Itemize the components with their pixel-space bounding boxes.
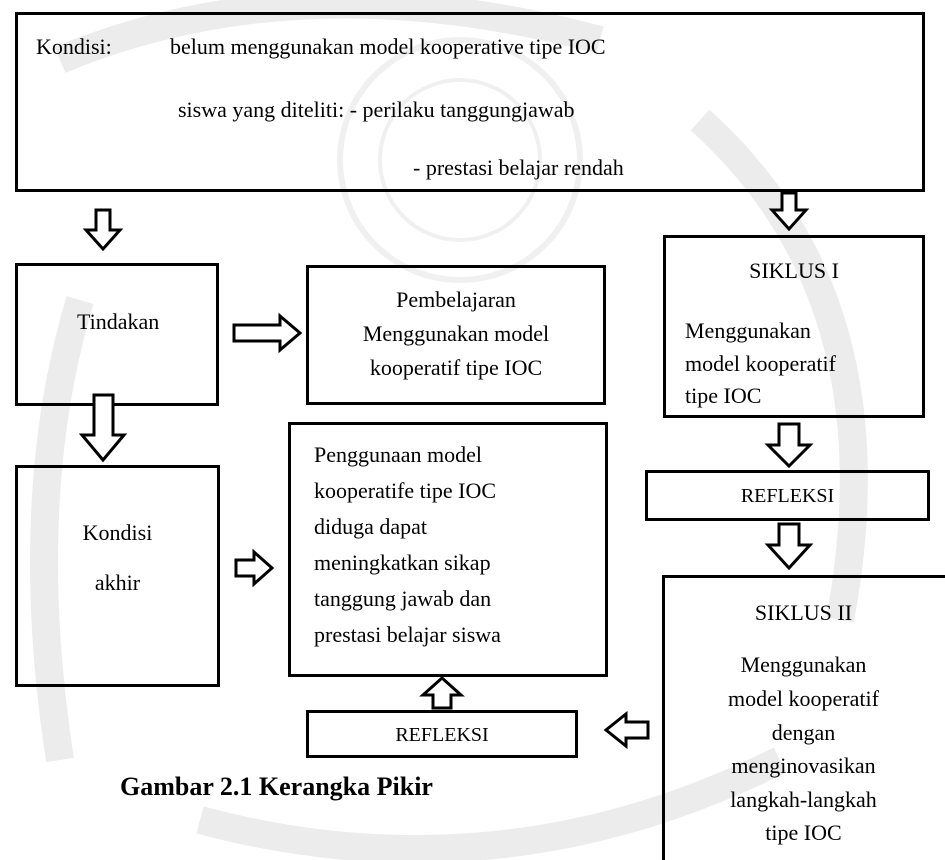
arrow-left-1 bbox=[603, 710, 650, 750]
penggunaan-line-2: kooperatife tipe IOC bbox=[314, 478, 497, 503]
prestasi-line: - prestasi belajar rendah bbox=[413, 155, 624, 180]
arrow-right-1 bbox=[232, 312, 303, 354]
kondisi-akhir-box bbox=[15, 465, 220, 687]
arrow-down-4 bbox=[764, 422, 814, 469]
tindakan-label: Tindakan bbox=[77, 309, 160, 334]
siklus-2-title: SIKLUS II bbox=[754, 600, 853, 625]
penggunaan-line-4: meningkatkan sikap bbox=[314, 550, 491, 575]
arrow-down-5 bbox=[764, 522, 814, 571]
pembelajaran-box bbox=[306, 265, 606, 405]
siswa-line: siswa yang diteliti: - perilaku tanggung… bbox=[178, 97, 575, 122]
pembelajaran-line-2: Menggunakan model bbox=[362, 321, 550, 346]
penggunaan-line-3: diduga dapat bbox=[314, 514, 428, 539]
siklus-2-line-1: Menggunakan bbox=[740, 652, 867, 677]
penggunaan-line-1: Penggunaan model bbox=[314, 442, 483, 467]
kondisi-akhir-line-1: Kondisi bbox=[82, 520, 153, 545]
siklus-1-box bbox=[663, 235, 925, 418]
tindakan-box bbox=[15, 263, 219, 406]
siklus-2-line-4: menginovasikan bbox=[731, 753, 876, 778]
refleksi-right-box bbox=[645, 470, 930, 521]
siklus-1-title: SIKLUS I bbox=[749, 258, 839, 283]
penggunaan-line-5: tanggung jawab dan bbox=[314, 586, 492, 611]
kondisi-akhir-line-2: akhir bbox=[94, 570, 141, 595]
siklus-1-line-2: model kooperatif bbox=[685, 351, 836, 376]
figure-caption: Gambar 2.1 Kerangka Pikir bbox=[120, 772, 433, 801]
arrow-down-3 bbox=[78, 393, 128, 463]
siklus-1-line-3: tipe IOC bbox=[685, 383, 762, 408]
arrow-right-2 bbox=[234, 548, 275, 588]
refleksi-bottom-box bbox=[306, 710, 578, 758]
siklus-1-line-1: Menggunakan bbox=[685, 318, 811, 343]
arrow-up-1 bbox=[419, 675, 465, 710]
arrow-down-1 bbox=[82, 208, 124, 252]
refleksi-right-label: REFLEKSI bbox=[740, 485, 835, 507]
siklus-2-line-5: langkah-langkah bbox=[730, 787, 877, 812]
siklus-2-box bbox=[662, 575, 945, 860]
siklus-2-line-6: tipe IOC bbox=[765, 820, 842, 845]
kondisi-label: Kondisi: bbox=[36, 34, 112, 59]
arrow-down-2 bbox=[768, 191, 810, 232]
kondisi-awal-box bbox=[15, 12, 925, 192]
penggunaan-box bbox=[288, 422, 608, 677]
refleksi-bottom-label: REFLEKSI bbox=[395, 724, 489, 746]
pembelajaran-line-3: kooperatif tipe IOC bbox=[369, 355, 543, 380]
siklus-2-line-3: dengan bbox=[771, 720, 836, 745]
kondisi-text: belum menggunakan model kooperative tipe… bbox=[170, 34, 606, 59]
pembelajaran-line-1: Pembelajaran bbox=[396, 287, 516, 312]
siklus-2-line-2: model kooperatif bbox=[728, 686, 879, 711]
penggunaan-line-6: prestasi belajar siswa bbox=[314, 622, 501, 647]
